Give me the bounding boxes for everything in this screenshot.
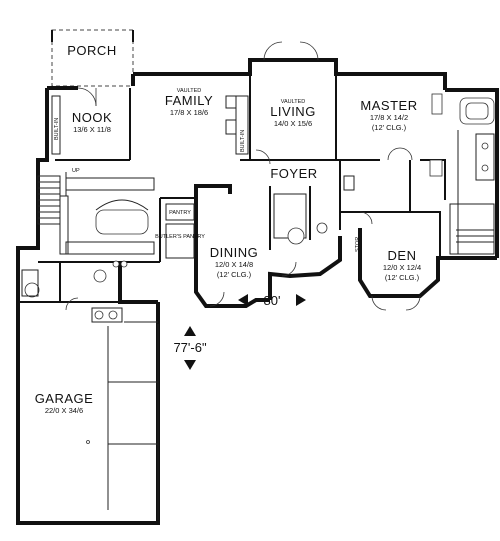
room-label-foyer: FOYER	[270, 166, 317, 181]
mudroom	[21, 269, 123, 323]
left-arrow-icon	[238, 294, 248, 306]
room-label-nook: NOOK 13/6 X 11/8	[72, 110, 112, 134]
doors	[65, 41, 421, 311]
garage-name: GARAGE	[35, 391, 94, 406]
pantries	[165, 203, 195, 259]
dining-size: 12/0 X 14/8	[215, 260, 253, 269]
stair-up-label: UP	[72, 168, 80, 174]
living-note: VAULTED	[281, 99, 306, 105]
depth-dimension: 77'-6"	[173, 326, 207, 370]
family-size: 17/8 X 18/6	[170, 108, 208, 117]
pantry-label: PANTRY	[169, 210, 191, 216]
width-label: 80'	[264, 293, 281, 308]
foyer-name: FOYER	[270, 166, 317, 181]
built-ins	[51, 93, 443, 155]
porch-area	[51, 29, 134, 87]
room-label-porch: PORCH	[67, 43, 116, 58]
den-size: 12/0 X 12/4	[383, 263, 421, 272]
down-arrow-icon	[184, 360, 196, 370]
garage-size: 22/0 X 34/6	[45, 406, 83, 415]
room-label-family: VAULTED FAMILY 17/8 X 18/6	[165, 88, 213, 117]
foyer-powder	[273, 175, 355, 245]
dining-clg: (12' CLG.)	[217, 270, 252, 279]
porch-name: PORCH	[67, 43, 116, 58]
family-name: FAMILY	[165, 93, 213, 108]
living-name: LIVING	[270, 104, 316, 119]
den-clg: (12' CLG.)	[385, 273, 420, 282]
nook-name: NOOK	[72, 110, 112, 125]
up-arrow-icon	[184, 326, 196, 336]
built-in-right-label: BUILT-IN	[240, 130, 246, 152]
garage-area	[86, 321, 159, 520]
depth-label: 77'-6"	[173, 340, 207, 355]
butlers-pantry-label: BUTLER'S PANTRY	[155, 234, 205, 240]
right-arrow-icon	[296, 294, 306, 306]
kitchen	[59, 177, 155, 268]
dining-name: DINING	[210, 245, 259, 260]
room-label-den: DEN 12/0 X 12/4 (12' CLG.)	[383, 248, 421, 282]
family-note: VAULTED	[177, 88, 202, 94]
stairs	[37, 172, 67, 225]
master-clg: (12' CLG.)	[372, 123, 407, 132]
built-in-left-label: BUILT-IN	[54, 118, 60, 140]
width-dimension: 80'	[238, 293, 306, 308]
interior-walls	[18, 74, 446, 303]
den-name: DEN	[388, 248, 417, 263]
room-label-garage: GARAGE 22/0 X 34/6	[35, 391, 94, 415]
master-bath	[429, 97, 495, 255]
master-size: 17/8 X 14/2	[370, 113, 408, 122]
nook-size: 13/6 X 11/8	[73, 125, 111, 134]
room-label-master: MASTER 17/8 X 14/2 (12' CLG.)	[360, 98, 417, 132]
room-label-dining: DINING 12/0 X 14/8 (12' CLG.)	[210, 245, 259, 279]
stor-label: STOR	[355, 237, 361, 252]
room-label-living: VAULTED LIVING 14/0 X 15/6	[270, 99, 316, 128]
master-name: MASTER	[360, 98, 417, 113]
living-size: 14/0 X 15/6	[274, 119, 312, 128]
